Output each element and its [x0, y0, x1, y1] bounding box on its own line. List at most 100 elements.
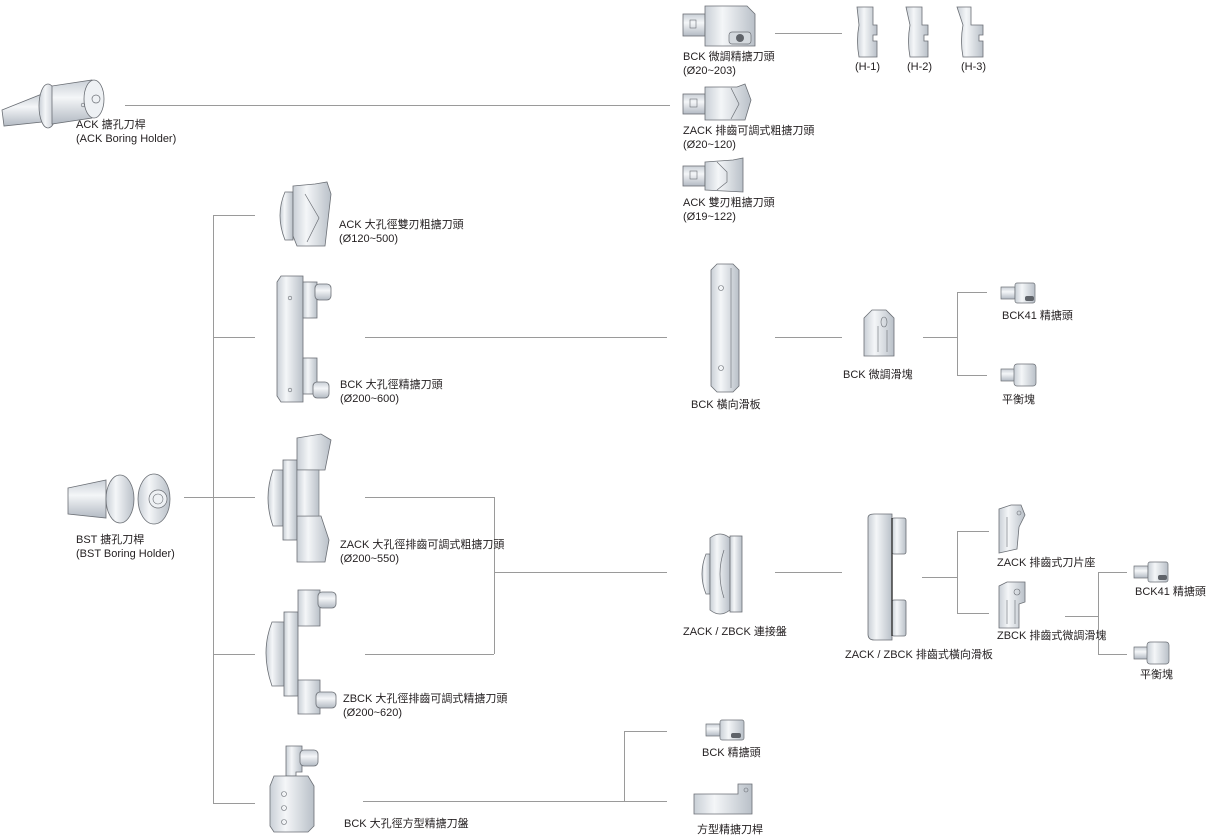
line-zbck-large	[365, 654, 494, 655]
line-block-fork	[923, 337, 958, 338]
node-sub: (Ø20~203)	[683, 65, 736, 77]
node-sub: (Ø120~500)	[339, 233, 399, 245]
line-merge-disc	[494, 572, 667, 573]
h1-insert-illustration	[856, 6, 878, 58]
line-fork-balance	[957, 375, 987, 376]
line-zbck-fork-v	[1098, 572, 1099, 654]
line-bst-b2	[213, 337, 255, 338]
node-sub: (Ø200~550)	[340, 553, 400, 565]
bck-micro-block-label: BCK 微調滑塊	[843, 369, 913, 381]
node-sub: (Ø200~620)	[343, 707, 403, 719]
line-zack-large	[365, 497, 494, 498]
bck41-head-1-illustration	[1000, 282, 1036, 304]
balance-1-label: 平衡塊	[1002, 394, 1035, 406]
zack-zbck-slide-label: ZACK / ZBCK 排齒式橫向滑板	[845, 649, 993, 661]
bck41-head-2-label: BCK41 精搪頭	[1135, 586, 1206, 598]
line-zack-merge	[494, 497, 495, 654]
h2-insert-illustration	[905, 6, 929, 58]
bck-large-finish-illustration	[276, 275, 332, 403]
line-block-fork-v	[957, 292, 958, 375]
node-sub: (ACK Boring Holder)	[76, 133, 177, 145]
bck41-head-1-label: BCK41 精搪頭	[1002, 310, 1073, 322]
line-slide2-fork-v	[957, 531, 958, 613]
zack-large-rough-illustration	[267, 433, 332, 563]
line-bst-b5	[213, 803, 255, 804]
node-sub: (Ø19~122)	[683, 211, 736, 223]
line-square-fork-v	[624, 731, 625, 802]
line-bst-b1	[213, 215, 255, 216]
balance-block-1-illustration	[1000, 363, 1037, 387]
node-sub: (Ø20~120)	[683, 139, 736, 151]
ack-large-twin-illustration	[279, 181, 332, 247]
zack-large-rough-label: ZACK 大孔徑排齒可調式粗搪刀頭 (Ø200~550)	[340, 538, 504, 566]
zbck-micro-block-illustration	[998, 581, 1026, 629]
square-bar-label: 方型精搪刀桿	[697, 824, 763, 836]
line-zbck-block-fork	[1065, 616, 1099, 617]
bck-micro-head-label: BCK 微調精搪刀頭 (Ø20~203)	[683, 50, 775, 78]
ack-twin-head-illustration	[682, 157, 744, 193]
zack-zbck-disc-illustration	[701, 533, 743, 615]
bck-square-disc-illustration	[269, 745, 319, 833]
bst-holder-illustration	[67, 473, 171, 525]
ack-large-twin-label: ACK 大孔徑雙刃粗搪刀頭 (Ø120~500)	[339, 218, 464, 246]
zbck-large-finish-label: ZBCK 大孔徑排齒可調式精搪刀頭 (Ø200~620)	[343, 692, 507, 720]
zbck-large-finish-illustration	[265, 589, 337, 715]
line-bst-b3	[213, 497, 255, 498]
bck-finish-head-label: BCK 精搪頭	[702, 747, 761, 759]
line-fork-zbck-block	[957, 613, 989, 614]
ack-holder-label: ACK 搪孔刀桿 (ACK Boring Holder)	[76, 118, 176, 146]
bck-finish-head-illustration	[705, 719, 745, 741]
line-bst-holder	[184, 497, 214, 498]
line-square-disc	[363, 801, 625, 802]
square-bar-illustration	[693, 783, 753, 815]
zack-rough-head-illustration	[682, 83, 752, 121]
bck-square-disc-label: BCK 大孔徑方型精搪刀盤	[344, 818, 469, 830]
bck-slide-label: BCK 橫向滑板	[691, 399, 761, 411]
line-slide-block	[775, 337, 842, 338]
line-fork-bck41-2	[1098, 572, 1127, 573]
line-slide2-fork	[922, 577, 958, 578]
line-bck-large-slide	[365, 337, 667, 338]
node-name: ACK 大孔徑雙刃粗搪刀頭	[339, 219, 464, 231]
node-name: ZBCK 大孔徑排齒可調式精搪刀頭	[343, 693, 508, 705]
balance-block-2-illustration	[1133, 641, 1170, 665]
h3-insert-illustration	[956, 6, 984, 58]
node-name: BST 搪孔刀桿	[76, 534, 145, 546]
balance-2-label: 平衡塊	[1140, 669, 1173, 681]
bck-slide-illustration	[710, 263, 740, 393]
node-name: ZACK 排齒可調式粗搪刀頭	[683, 125, 815, 137]
line-fork-finish-head	[624, 731, 667, 732]
line-bst-b4	[213, 654, 255, 655]
line-fork-balance-2	[1098, 654, 1127, 655]
zack-zbck-disc-label: ZACK / ZBCK 連接盤	[683, 626, 787, 638]
h2-label: (H-2)	[907, 61, 933, 73]
zack-zbck-slide-illustration	[867, 513, 907, 641]
h3-label: (H-3)	[961, 61, 987, 73]
bck-large-finish-label: BCK 大孔徑精搪刀頭 (Ø200~600)	[340, 378, 443, 406]
ack-twin-head-label: ACK 雙刃粗搪刀頭 (Ø19~122)	[683, 196, 775, 224]
ack-holder-illustration	[1, 79, 105, 129]
node-name: ACK 雙刃粗搪刀頭	[683, 197, 775, 209]
line-fork-bck41	[957, 292, 987, 293]
node-name: BCK 大孔徑精搪刀頭	[340, 379, 443, 391]
line-disc-slide	[775, 572, 842, 573]
node-name: ZACK 大孔徑排齒可調式粗搪刀頭	[340, 539, 505, 551]
zbck-micro-block-label: ZBCK 排齒式微調滑塊	[997, 630, 1107, 642]
node-name: ACK 搪孔刀桿	[76, 119, 146, 131]
bst-holder-label: BST 搪孔刀桿 (BST Boring Holder)	[76, 533, 175, 561]
zack-insert-seat-illustration	[998, 504, 1026, 554]
bck41-head-2-illustration	[1133, 561, 1169, 583]
line-fork-square-bar	[624, 801, 667, 802]
line-ack-holder	[125, 105, 670, 106]
bck-micro-head-illustration	[682, 5, 756, 47]
node-name: BCK 微調精搪刀頭	[683, 51, 775, 63]
zack-rough-head-label: ZACK 排齒可調式粗搪刀頭 (Ø20~120)	[683, 124, 814, 152]
h1-label: (H-1)	[855, 61, 881, 73]
node-sub: (BST Boring Holder)	[76, 548, 175, 560]
line-bck-micro-h	[775, 33, 842, 34]
zack-insert-seat-label: ZACK 排齒式刀片座	[997, 557, 1096, 569]
line-fork-insert	[957, 531, 989, 532]
node-sub: (Ø200~600)	[340, 393, 400, 405]
bck-micro-block-illustration	[863, 309, 895, 357]
line-bst-trunk	[213, 215, 214, 803]
